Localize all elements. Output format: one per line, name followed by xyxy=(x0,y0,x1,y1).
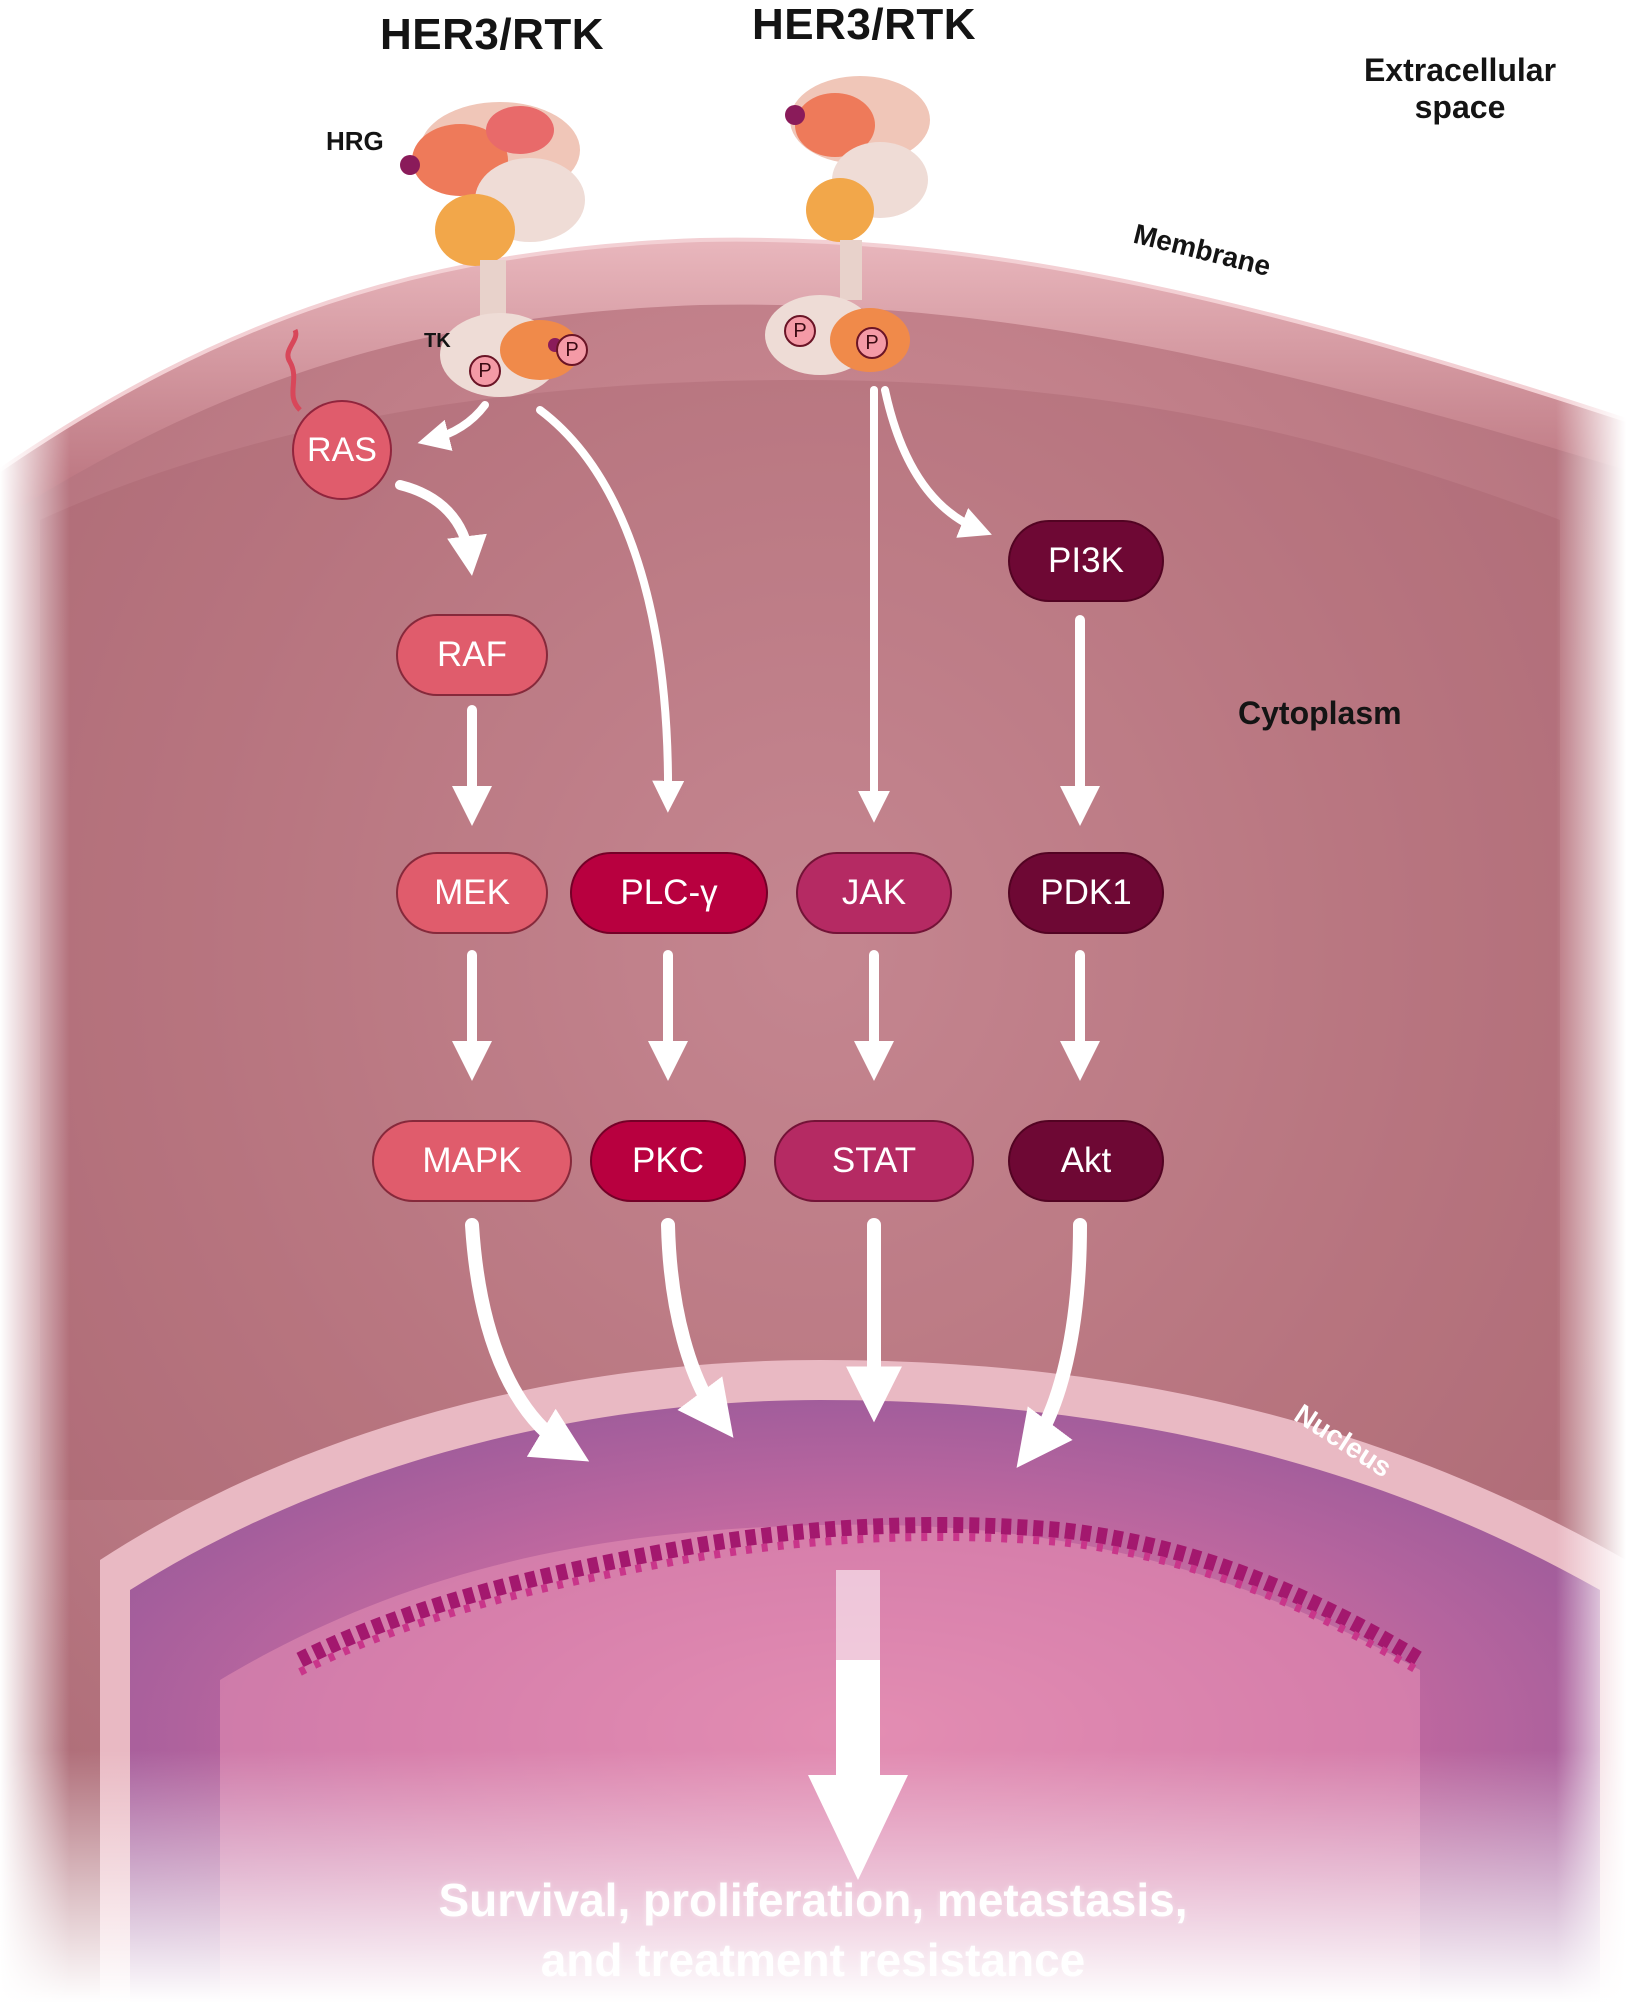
cell-membrane xyxy=(0,239,1626,521)
receptor-title-left: HER3/RTK xyxy=(380,10,605,59)
arrow-akt-nucleus xyxy=(1016,1218,1087,1468)
arrow-pkc-nucleus xyxy=(661,1218,734,1438)
node-plcg: PLC-γ xyxy=(570,852,768,934)
arrow-receptor-pi3k xyxy=(881,386,992,538)
arrow-tk-plcg xyxy=(536,406,685,813)
arrow-tk-ras xyxy=(417,401,489,451)
node-akt: Akt xyxy=(1008,1120,1164,1202)
node-mapk: MAPK xyxy=(372,1120,572,1202)
receptor-her3-left xyxy=(400,102,585,397)
phospho-tag: P xyxy=(556,334,588,366)
ligand-label-hrg: HRG xyxy=(326,126,384,156)
node-pi3k: PI3K xyxy=(1008,520,1164,602)
node-jak: JAK xyxy=(796,852,952,934)
kinase-label-tk: TK xyxy=(424,330,451,352)
phospho-tag: P xyxy=(469,355,501,387)
outcome-arrow xyxy=(808,1570,908,1880)
region-extracellular: Extracellular space xyxy=(1363,52,1557,125)
node-pdk1: PDK1 xyxy=(1008,852,1164,934)
dna-helix xyxy=(296,1517,1425,1668)
phospho-tag: P xyxy=(784,315,816,347)
receptor-her3-right xyxy=(765,76,930,375)
outcome-text: Survival, proliferation, metastasis, and… xyxy=(438,1874,1188,1986)
arrow-mapk-nucleus xyxy=(465,1218,590,1462)
arrow-ras-raf xyxy=(395,480,487,576)
node-pkc: PKC xyxy=(590,1120,746,1202)
phospho-tag: P xyxy=(856,327,888,359)
node-ras: RAS xyxy=(292,400,392,500)
receptor-title-right: HER3/RTK xyxy=(752,0,977,49)
region-cytoplasm: Cytoplasm xyxy=(1238,695,1402,731)
node-raf: RAF xyxy=(396,614,548,696)
node-mek: MEK xyxy=(396,852,548,934)
signal-arrows xyxy=(395,386,1100,1468)
node-stat: STAT xyxy=(774,1120,974,1202)
